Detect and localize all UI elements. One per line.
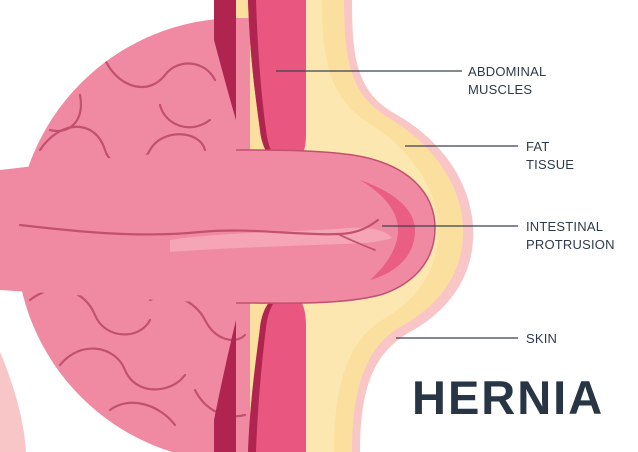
- label-intestinal-protrusion: INTESTINAL PROTRUSION: [526, 218, 615, 254]
- label-fat-tissue-line1: FAT: [526, 138, 574, 156]
- diagram-title: HERNIA: [412, 372, 604, 424]
- label-fat-tissue-line2: TISSUE: [526, 156, 574, 174]
- label-intestinal-protrusion-line1: INTESTINAL: [526, 218, 615, 236]
- label-fat-tissue: FAT TISSUE: [526, 138, 574, 174]
- label-skin: SKIN: [526, 330, 557, 348]
- label-intestinal-protrusion-line2: PROTRUSION: [526, 236, 615, 254]
- label-abdominal-muscles-line2: MUSCLES: [468, 81, 546, 99]
- label-abdominal-muscles-line1: ABDOMINAL: [468, 63, 546, 81]
- skin-edge-bottom-left: [0, 352, 26, 452]
- label-skin-line1: SKIN: [526, 330, 557, 348]
- label-abdominal-muscles: ABDOMINAL MUSCLES: [468, 63, 546, 99]
